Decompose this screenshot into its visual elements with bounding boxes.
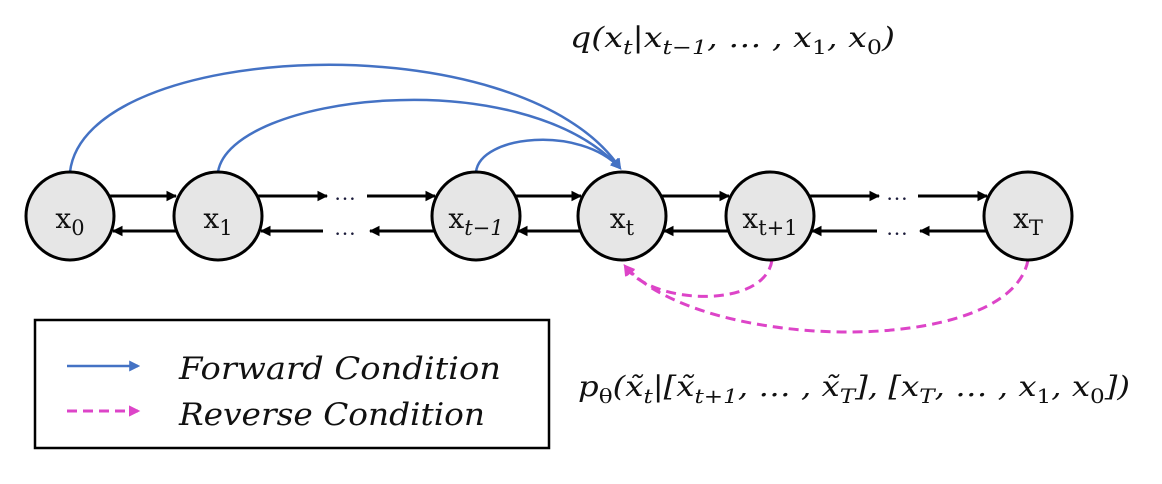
node-label: xt−1 — [448, 202, 503, 240]
node-label: xt+1 — [742, 202, 797, 240]
reverse-condition-arc-xT-to-xt — [623, 259, 1030, 334]
legend-reverse-label: Reverse Condition — [178, 397, 485, 433]
node-xt: xt — [576, 170, 668, 262]
node-circle — [982, 170, 1074, 262]
node-circle — [172, 170, 264, 262]
node-xt+1: xt+1 — [724, 170, 816, 262]
ellipsis-lower-left: … — [334, 215, 356, 240]
forward-condition-arc-xt-1-to-xt — [474, 138, 622, 173]
ellipsis-upper-left: … — [334, 180, 356, 205]
node-circle — [724, 170, 816, 262]
node-label: xT — [1013, 202, 1043, 240]
ellipsis-lower-right: … — [886, 215, 908, 240]
node-xt-1: xt−1 — [430, 170, 522, 262]
forward-condition-arc-x1-to-xt — [216, 98, 622, 173]
node-x1: x1 — [172, 170, 264, 262]
node-xT: xT — [982, 170, 1074, 262]
legend: Forward Condition Reverse Condition — [33, 318, 551, 450]
node-label: x0 — [55, 202, 84, 240]
node-label: x1 — [203, 202, 232, 240]
node-circle — [576, 170, 668, 262]
node-circle — [430, 170, 522, 262]
legend-box — [33, 318, 551, 450]
node-label: xt — [610, 202, 635, 240]
reverse-condition-arc-xt+1-to-xt — [623, 259, 774, 298]
node-circle — [24, 170, 116, 262]
node-x0: x0 — [24, 170, 116, 262]
forward-condition-arc-x0-to-xt — [68, 63, 622, 173]
ellipsis-upper-right: … — [886, 180, 908, 205]
legend-forward-label: Forward Condition — [178, 351, 501, 387]
